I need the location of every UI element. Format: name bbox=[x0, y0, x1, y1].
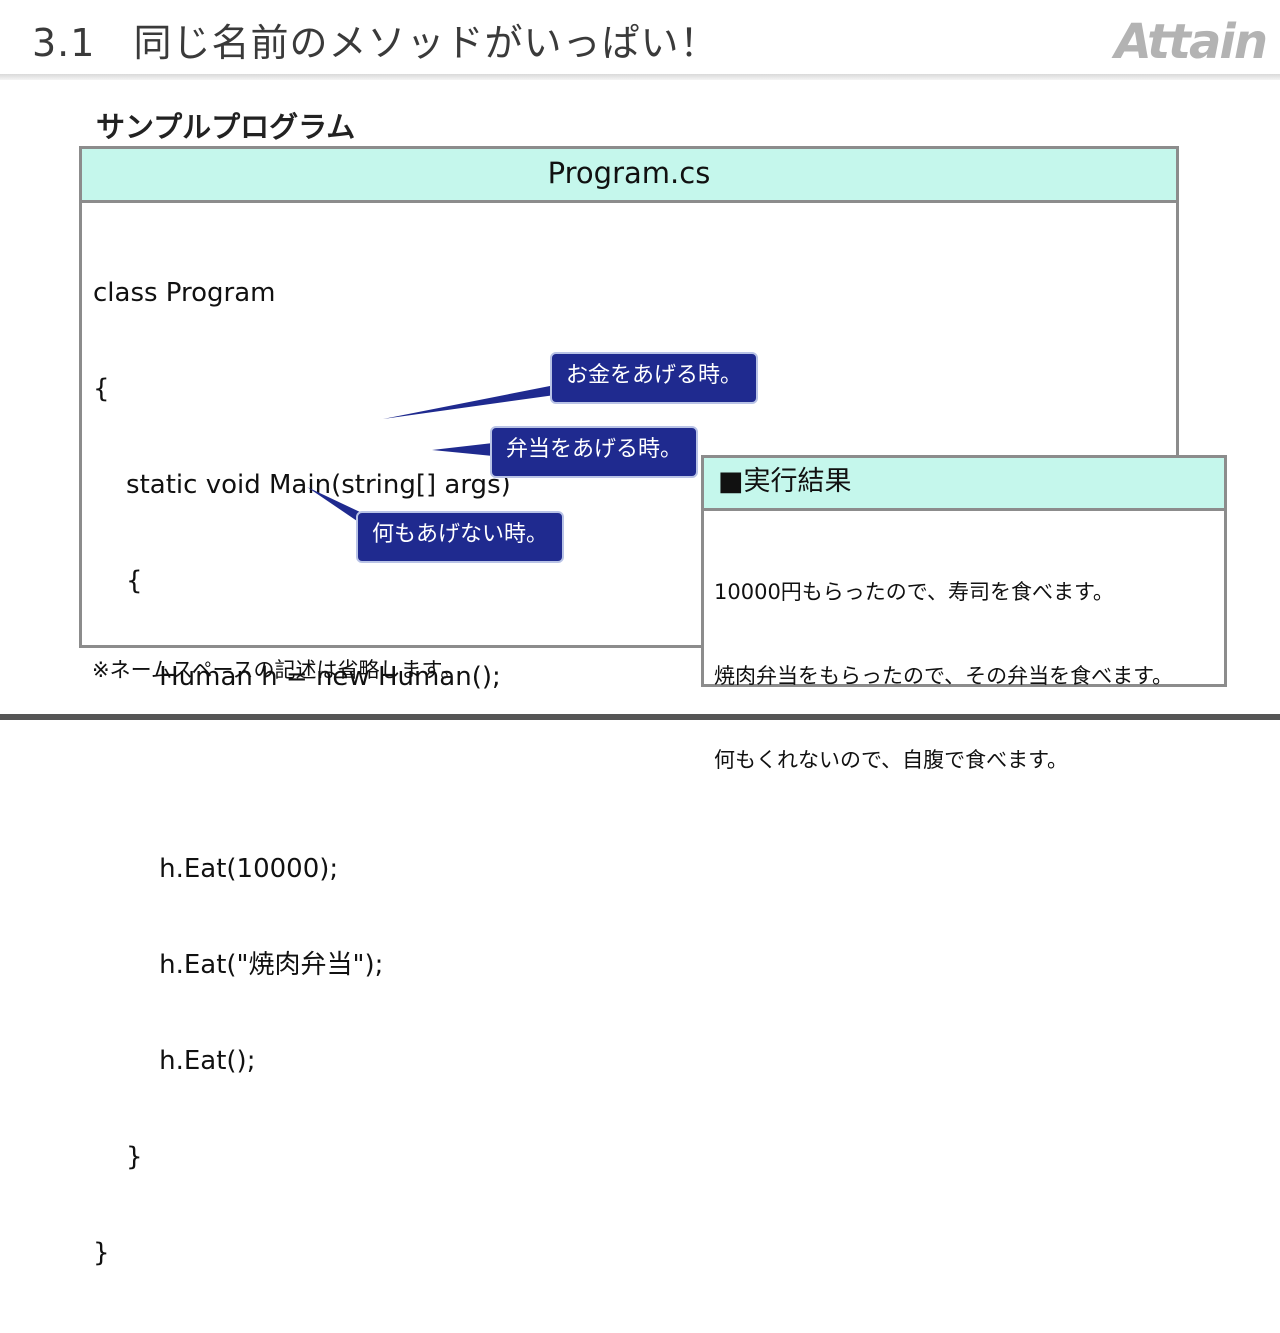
result-title: ■実行結果 bbox=[704, 458, 1224, 511]
callout-pointer-bento bbox=[432, 443, 493, 456]
bottom-divider bbox=[0, 714, 1280, 720]
callout-pointer-nothing bbox=[307, 487, 360, 523]
title-text: 同じ名前のメソッドがいっぱい！ bbox=[133, 21, 719, 65]
code-line: h.Eat("焼肉弁当"); bbox=[93, 950, 384, 980]
section-heading: サンプルプログラム bbox=[96, 110, 356, 144]
callout-money: お金をあげる時。 bbox=[550, 352, 759, 404]
callout-pointers bbox=[307, 385, 555, 523]
code-line: static void Main(string[] args) bbox=[93, 470, 511, 500]
result-line: 焼肉弁当をもらったので、その弁当を食べます。 bbox=[714, 664, 1174, 688]
attain-logo: Attain bbox=[1114, 14, 1268, 70]
result-line: 10000円もらったので、寿司を食べます。 bbox=[714, 580, 1114, 604]
code-line bbox=[93, 757, 511, 789]
code-line: { bbox=[93, 566, 143, 596]
code-line: } bbox=[93, 1142, 143, 1172]
title-divider bbox=[0, 74, 1280, 80]
code-line: { bbox=[93, 374, 110, 404]
result-panel: ■実行結果 10000円もらったので、寿司を食べます。 焼肉弁当をもらったので、… bbox=[701, 455, 1227, 772]
footnote: ※ネームスペースの記述は省略します。 bbox=[92, 658, 462, 682]
code-line: h.Eat(); bbox=[93, 1046, 256, 1076]
slide-title: 3.1 同じ名前のメソッドがいっぱい！ bbox=[32, 12, 718, 67]
code-line: h.Eat(10000); bbox=[93, 854, 339, 884]
callout-pointer-money bbox=[383, 385, 555, 419]
callout-nothing: 何もあげない時。 bbox=[356, 511, 565, 563]
callout-bento: 弁当をあげる時。 bbox=[490, 426, 699, 478]
section-number: 3.1 bbox=[32, 21, 96, 65]
result-lines: 10000円もらったので、寿司を食べます。 焼肉弁当をもらったので、その弁当を食… bbox=[714, 522, 1173, 830]
code-filename: Program.cs bbox=[82, 149, 1176, 203]
result-line: 何もくれないので、自腹で食べます。 bbox=[714, 748, 1069, 772]
code-line: class Program bbox=[93, 278, 276, 308]
code-line: Human h = new Human(); bbox=[93, 662, 501, 692]
code-line: } bbox=[93, 1238, 110, 1268]
